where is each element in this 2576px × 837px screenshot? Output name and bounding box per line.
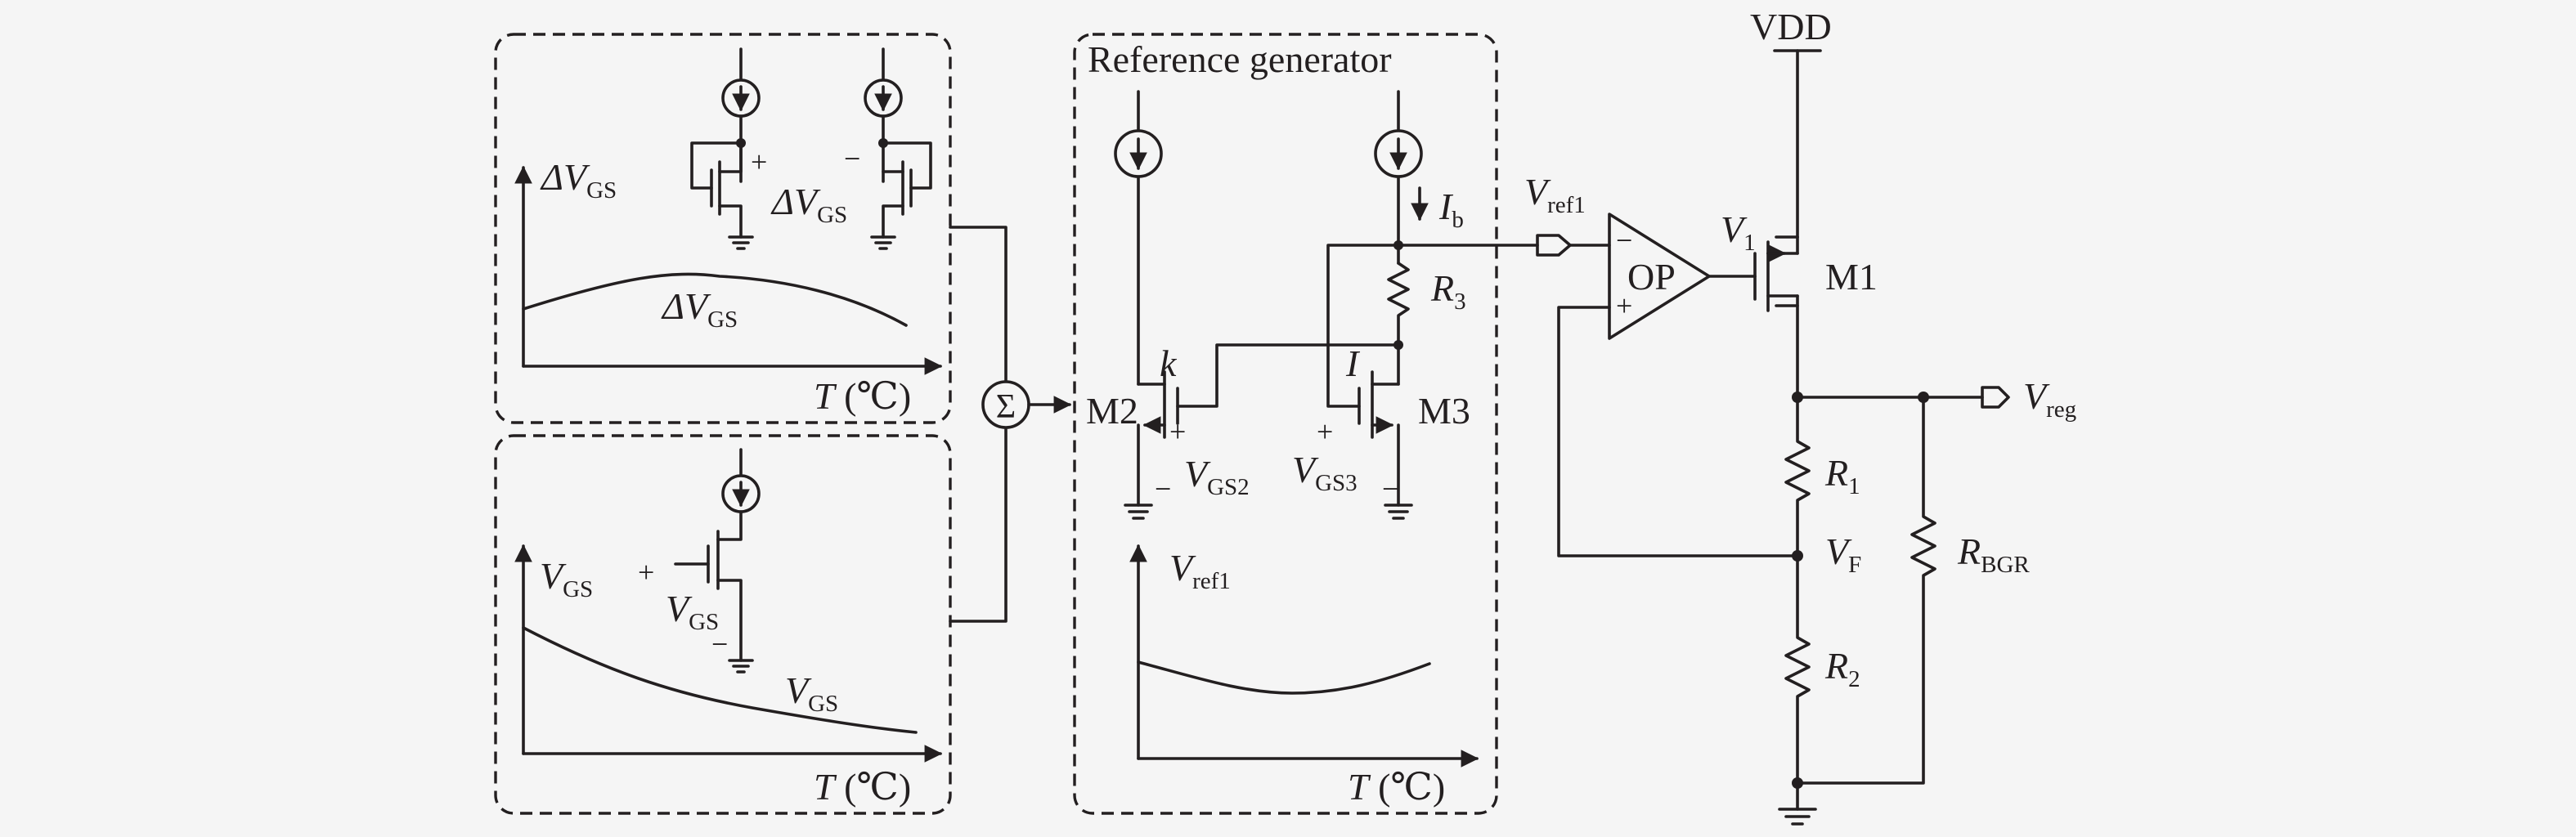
rbgr-resistor [1796, 396, 1936, 785]
vref-y-label: Vref1 [1169, 547, 1231, 594]
reference-generator-frame [1073, 33, 1498, 815]
dvgs-x-label: T (℃) [814, 375, 911, 417]
inset-plus-a: + [751, 145, 767, 178]
vreg-port-icon [1981, 386, 2010, 409]
vgs-inset-plus: + [638, 556, 654, 589]
inset-minus-b: − [844, 142, 860, 175]
vgs-inset-minus: − [711, 628, 728, 660]
vref1-connection: Vref1 [1397, 171, 1611, 257]
m3-plus: + [1317, 415, 1333, 448]
r1-label: R1 [1824, 452, 1860, 499]
dvgs-inset-transistor-a: + [690, 47, 767, 250]
m3-minus: − [1382, 472, 1398, 505]
opamp-plus-input: + [1616, 289, 1632, 322]
i-label: I [1345, 342, 1361, 384]
ib-label: Ib [1438, 186, 1464, 233]
vdd-label: VDD [1750, 6, 1832, 47]
r2-resistor [1784, 554, 1811, 785]
vgs2-label: VGS2 [1184, 453, 1250, 500]
rbgr-label: RBGR [1957, 530, 2030, 578]
opamp-triangle [1608, 213, 1711, 340]
r3-resistor [1387, 262, 1410, 347]
dvgs-curve [522, 272, 908, 327]
vref1-label: Vref1 [1524, 171, 1586, 218]
vreg-label: Vreg [2023, 375, 2076, 423]
vgs-block-frame [494, 434, 952, 815]
r3-label: R3 [1430, 267, 1466, 315]
vgs-curve-label: VGS [785, 669, 838, 717]
vf-label: VF [1825, 530, 1861, 578]
m3-label: M3 [1418, 390, 1470, 432]
vref1-port-icon [1536, 234, 1572, 257]
reference-generator-title: Reference generator [1088, 38, 1392, 80]
vref-curve [1137, 660, 1431, 695]
dvgs-block: ΔVGS ΔVGS T (℃) + [494, 33, 952, 424]
summer-symbol: Σ [996, 388, 1016, 426]
dvgs-curve-label: ΔVGS [661, 285, 738, 333]
v1-label: V1 [1721, 208, 1756, 256]
vgs-x-label: T (℃) [814, 766, 911, 808]
output-stage: VDD M1 Vreg R1 VF R2 RBGR [1750, 6, 2076, 826]
opamp-label: OP [1627, 256, 1676, 298]
vgs-inset-label: VGS [666, 588, 719, 635]
summer: Σ [949, 226, 1072, 623]
reference-generator-block: Reference generator M2 k + − VGS2 Ib R3 [1073, 33, 1498, 815]
dvgs-inset-transistor-b: − [844, 47, 932, 250]
k-label: k [1160, 342, 1178, 384]
vgs3-label: VGS3 [1292, 449, 1358, 496]
vgs-block: VGS VGS T (℃) + − VGS [494, 434, 952, 815]
m2-minus: − [1155, 472, 1171, 505]
vgs-inset-transistor: + − [638, 448, 761, 674]
opamp-minus-input: − [1616, 224, 1632, 257]
opamp: OP − + V1 [1557, 208, 1799, 557]
dvgs-y-label: ΔVGS [540, 156, 617, 204]
m1-label: M1 [1825, 256, 1878, 298]
r2-label: R2 [1824, 645, 1860, 692]
m2-plus: + [1169, 415, 1186, 448]
dvgs-inset-label: ΔVGS [770, 181, 847, 228]
vref-x-label: T (℃) [1348, 766, 1445, 808]
vgs-curve [522, 626, 918, 734]
vgs-y-label: VGS [540, 555, 593, 602]
r1-resistor [1784, 396, 1811, 557]
m2-label: M2 [1086, 390, 1138, 432]
